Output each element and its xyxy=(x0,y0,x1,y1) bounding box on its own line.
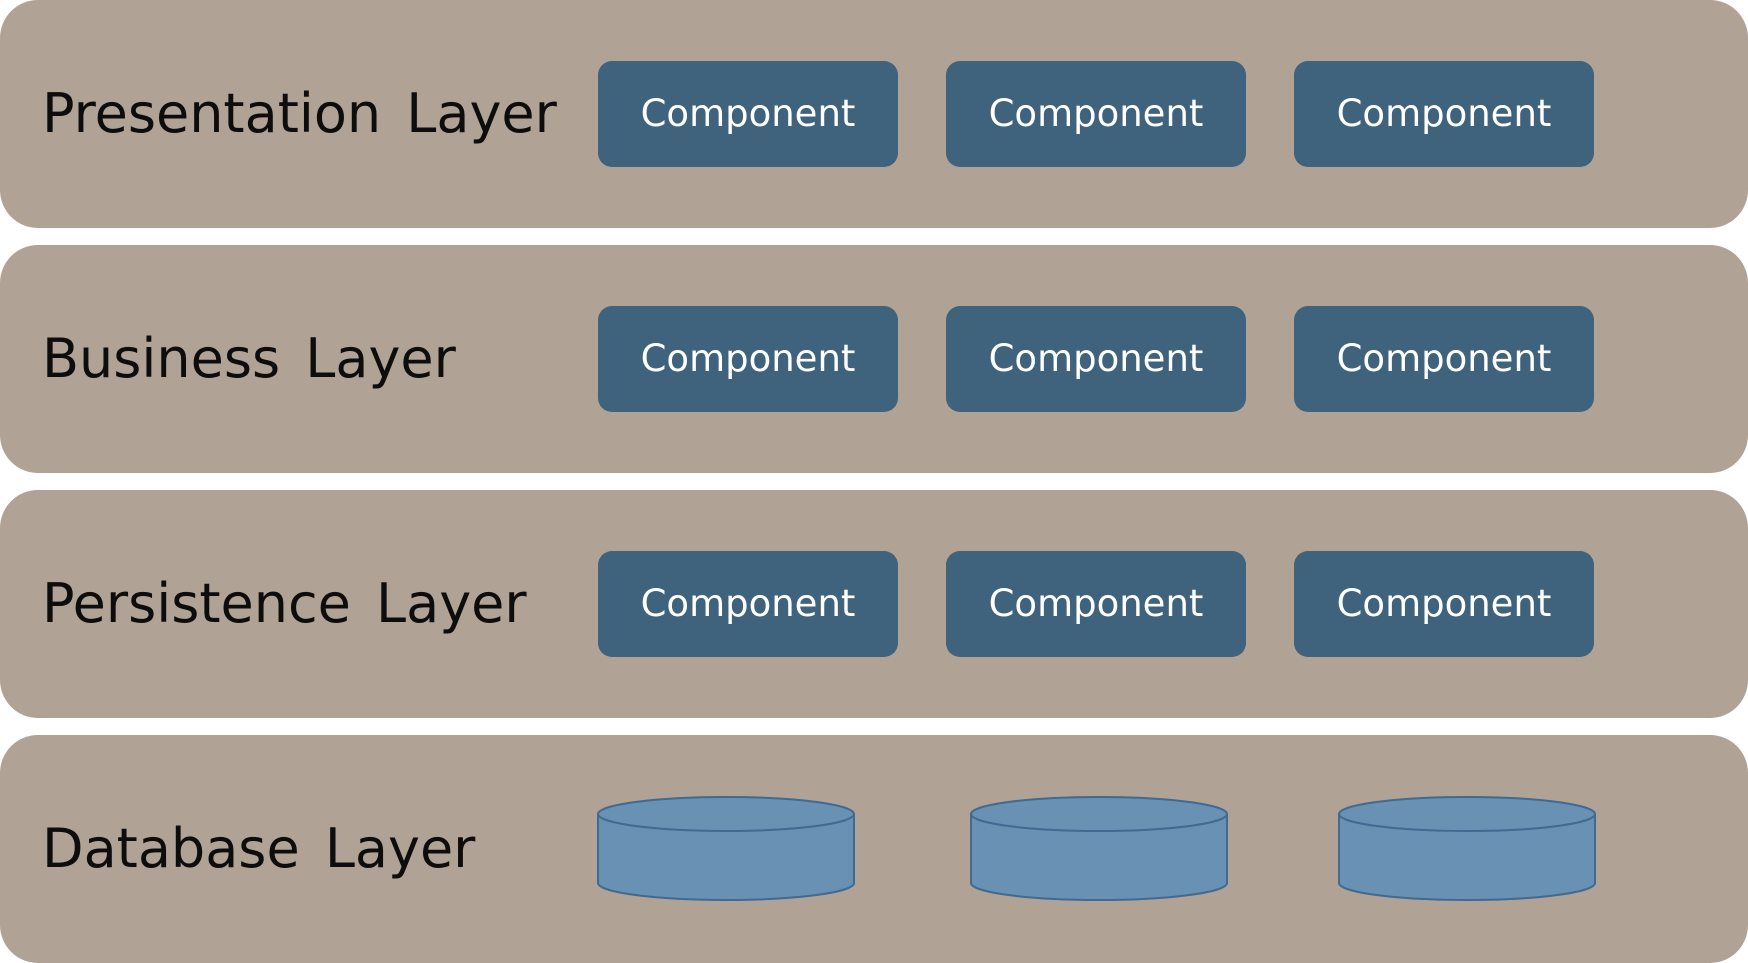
database-icons-group xyxy=(597,796,1596,901)
layer-database: Database Layer xyxy=(0,735,1748,963)
component-box[interactable]: Component xyxy=(946,61,1246,167)
component-box[interactable]: Component xyxy=(1294,551,1594,657)
component-box[interactable]: Component xyxy=(946,551,1246,657)
layer-presentation: Presentation Layer Component Component C… xyxy=(0,0,1748,228)
layer-business: Business Layer Component Component Compo… xyxy=(0,245,1748,473)
component-box[interactable]: Component xyxy=(598,61,898,167)
layer-persistence: Persistence Layer Component Component Co… xyxy=(0,490,1748,718)
component-box[interactable]: Component xyxy=(598,551,898,657)
component-box[interactable]: Component xyxy=(1294,306,1594,412)
database-cylinder-icon[interactable] xyxy=(970,796,1228,901)
component-box[interactable]: Component xyxy=(598,306,898,412)
database-cylinder-icon[interactable] xyxy=(1338,796,1596,901)
database-cylinder-icon[interactable] xyxy=(597,796,855,901)
component-box[interactable]: Component xyxy=(1294,61,1594,167)
layer-label-persistence: Persistence Layer xyxy=(42,572,527,635)
layer-label-business: Business Layer xyxy=(42,327,456,390)
component-box[interactable]: Component xyxy=(946,306,1246,412)
layer-label-database: Database Layer xyxy=(42,817,476,880)
layer-label-presentation: Presentation Layer xyxy=(42,82,557,145)
